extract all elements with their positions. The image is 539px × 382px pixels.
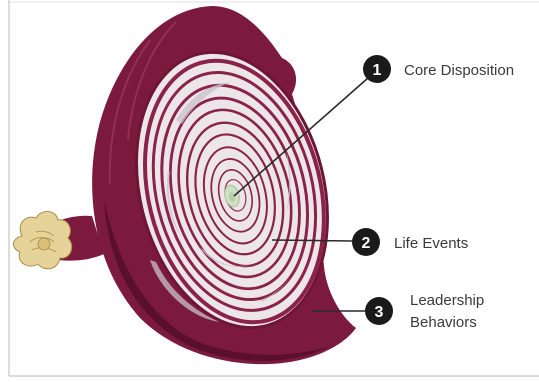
onion	[13, 6, 356, 364]
callout-number-1: 1	[373, 62, 382, 79]
leader-line-2	[272, 240, 352, 241]
callout-number-3: 3	[375, 304, 384, 321]
callout-2: 2 Life Events	[352, 228, 468, 256]
callout-label-2: Life Events	[394, 235, 468, 252]
callout-label-3-line-2: Behaviors	[410, 314, 477, 331]
callout-label-3-line-1: Leadership	[410, 292, 484, 309]
callout-1: 1 Core Disposition	[363, 55, 514, 83]
callout-number-2: 2	[362, 235, 371, 252]
callout-label-1: Core Disposition	[404, 62, 514, 79]
callout-3: 3 Leadership Behaviors	[365, 292, 484, 331]
